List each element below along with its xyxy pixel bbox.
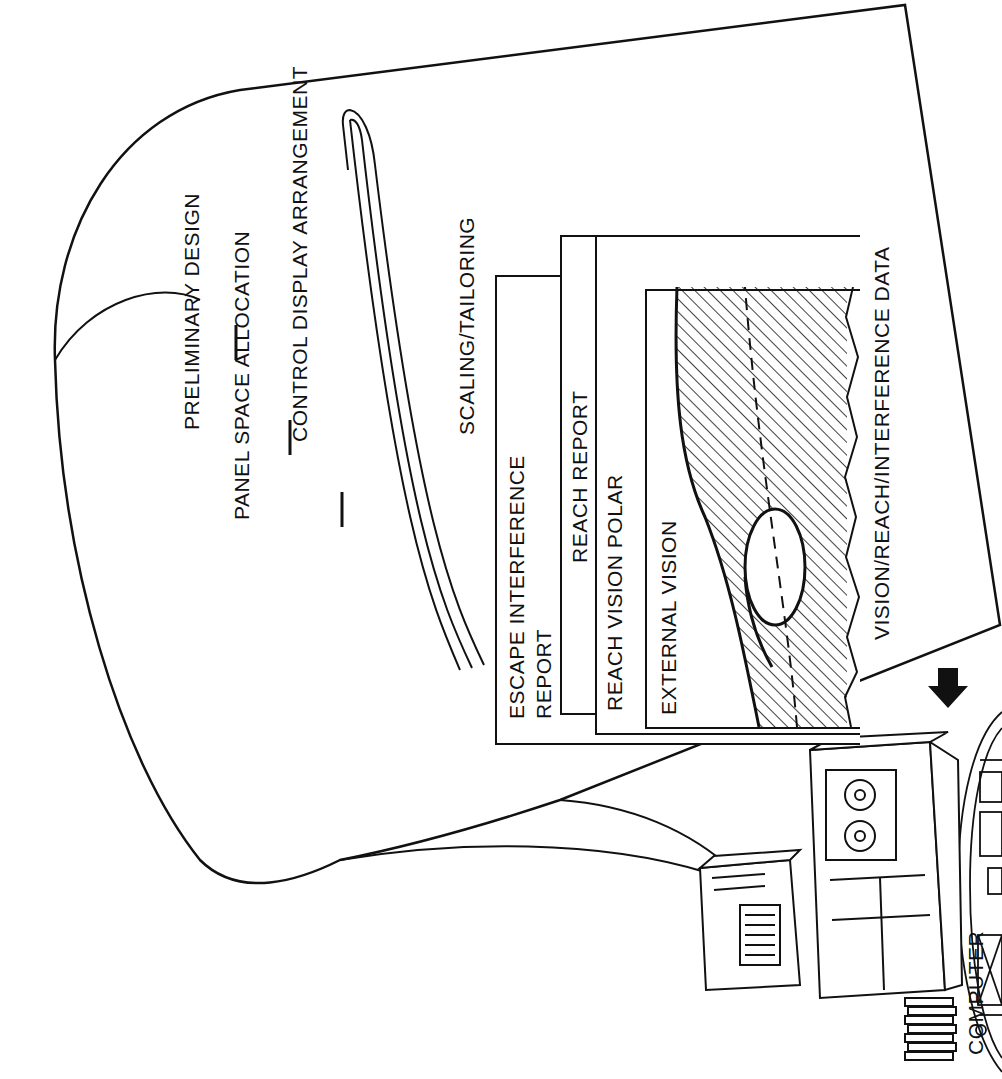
power-stack	[905, 998, 956, 1060]
flow-arrow	[928, 668, 968, 708]
step-label: PRELIMINARY DESIGN	[178, 193, 205, 430]
paper-curl	[55, 293, 200, 361]
step-label: PANEL SPACE ALLOCATION	[228, 231, 255, 520]
computer-unit	[700, 732, 962, 998]
cockpit-panel	[958, 712, 1002, 1072]
step-label: SCALING/TAILORING	[453, 217, 480, 435]
paper-feed	[340, 846, 705, 872]
sheet-title: REACH VISION POLAR	[601, 474, 628, 711]
step-label: VISION/REACH/INTERFERENCE DATA	[868, 247, 895, 640]
sheet-title: REACH REPORT	[566, 391, 593, 563]
sheet-title: ESCAPE INTERFERENCE REPORT	[503, 419, 557, 719]
separator	[341, 492, 344, 527]
device-label: COMPUTER	[962, 931, 989, 1055]
chart-sheet: EXTERNAL VISION	[645, 289, 860, 729]
canopy-outline	[343, 110, 484, 670]
sheet-title: EXTERNAL VISION	[655, 520, 682, 715]
step-label: CONTROL DISPLAY ARRANGEMENT	[286, 59, 313, 449]
